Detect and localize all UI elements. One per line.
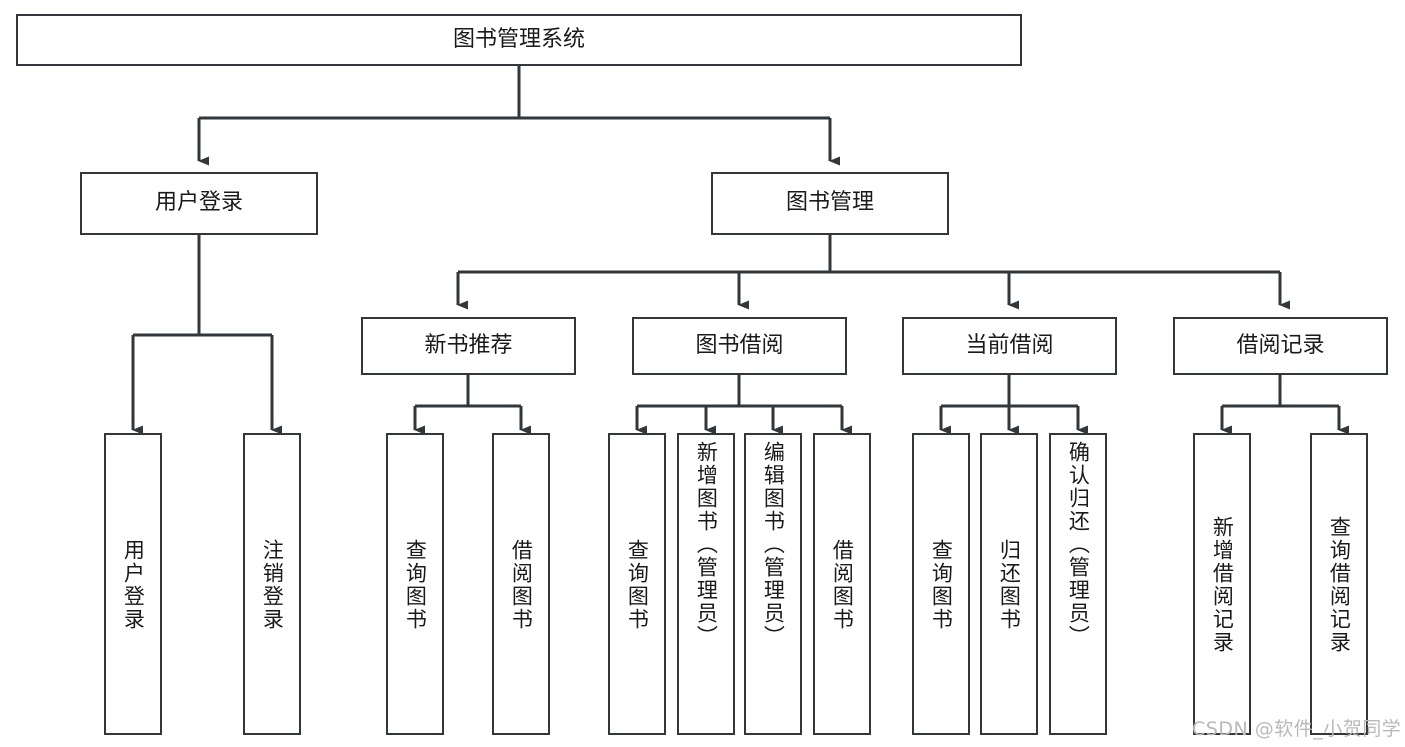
node-leaf-user-login-login[interactable]: 用户登录 bbox=[104, 433, 162, 735]
node-label: 图书管理 bbox=[785, 190, 874, 216]
node-user-login[interactable]: 用户登录 bbox=[80, 172, 318, 235]
node-leaf-borrow-add-book[interactable]: 新增图书（管理员） bbox=[677, 433, 735, 735]
node-label: 借阅记录 bbox=[1236, 332, 1325, 358]
node-label: 注销登录 bbox=[260, 539, 285, 631]
node-borrow-record[interactable]: 借阅记录 bbox=[1173, 317, 1388, 375]
node-new-book-recommend[interactable]: 新书推荐 bbox=[361, 317, 576, 375]
node-label: 确认归还（管理员） bbox=[1066, 441, 1091, 648]
node-leaf-user-login-logout[interactable]: 注销登录 bbox=[243, 433, 301, 735]
node-label: 查询图书 bbox=[625, 539, 650, 631]
csdn-watermark: CSDN @软件_小贺同学 bbox=[1192, 718, 1402, 740]
node-label: 用户登录 bbox=[154, 190, 243, 216]
node-label: 用户登录 bbox=[121, 539, 146, 631]
node-leaf-new-book-query[interactable]: 查询图书 bbox=[386, 433, 444, 735]
node-leaf-borrow-borrow-book[interactable]: 借阅图书 bbox=[813, 433, 871, 735]
node-leaf-borrow-edit-book[interactable]: 编辑图书（管理员） bbox=[744, 433, 802, 735]
node-label: 新书推荐 bbox=[424, 332, 513, 358]
node-leaf-current-confirm-return[interactable]: 确认归还（管理员） bbox=[1049, 433, 1107, 735]
node-label: 借阅图书 bbox=[509, 539, 534, 631]
node-label: 新增图书（管理员） bbox=[694, 441, 719, 648]
node-root-book-management-system[interactable]: 图书管理系统 bbox=[16, 14, 1022, 66]
node-label: 查询图书 bbox=[929, 539, 954, 631]
node-label: 归还图书 bbox=[997, 539, 1022, 631]
node-label: 查询图书 bbox=[403, 539, 428, 631]
node-label: 新增借阅记录 bbox=[1210, 516, 1235, 654]
node-book-management[interactable]: 图书管理 bbox=[711, 172, 949, 235]
node-leaf-borrow-query[interactable]: 查询图书 bbox=[608, 433, 666, 735]
node-label: 图书管理系统 bbox=[452, 26, 585, 52]
node-label: 编辑图书（管理员） bbox=[761, 441, 786, 648]
node-label: 借阅图书 bbox=[830, 539, 855, 631]
node-leaf-record-add[interactable]: 新增借阅记录 bbox=[1193, 433, 1251, 735]
node-current-borrow[interactable]: 当前借阅 bbox=[902, 317, 1117, 375]
node-leaf-current-query[interactable]: 查询图书 bbox=[912, 433, 970, 735]
node-label: 图书借阅 bbox=[695, 332, 784, 358]
node-leaf-current-return[interactable]: 归还图书 bbox=[980, 433, 1038, 735]
node-label: 查询借阅记录 bbox=[1327, 516, 1352, 654]
node-leaf-record-query[interactable]: 查询借阅记录 bbox=[1310, 433, 1368, 735]
node-label: 当前借阅 bbox=[965, 332, 1054, 358]
node-leaf-new-book-borrow[interactable]: 借阅图书 bbox=[492, 433, 550, 735]
node-book-borrow[interactable]: 图书借阅 bbox=[632, 317, 847, 375]
